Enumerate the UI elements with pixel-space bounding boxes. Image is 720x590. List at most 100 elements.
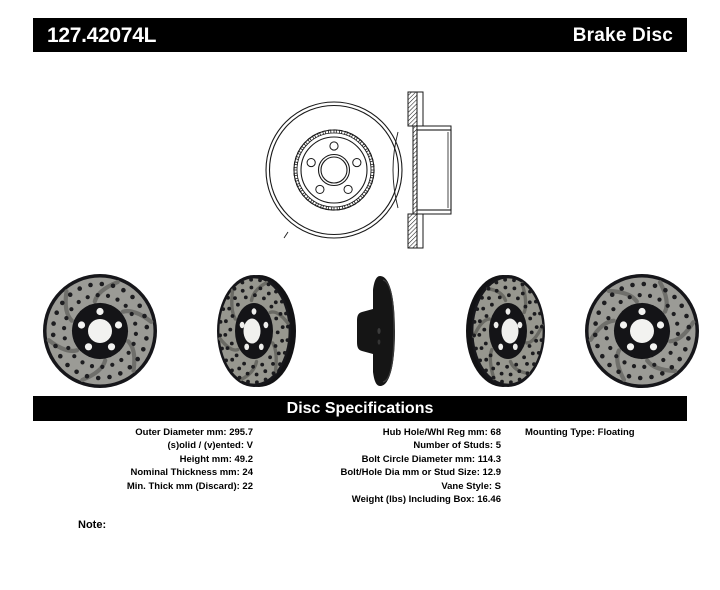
rotor-drill-hole	[647, 293, 653, 298]
rotor-slot	[488, 347, 496, 381]
rotor-drill-hole	[67, 292, 73, 297]
rotor-drill-hole	[263, 369, 268, 374]
rotor-drill-hole	[496, 361, 500, 366]
spec-section-header: Disc Specifications	[33, 396, 687, 421]
rotor-drill-hole	[274, 316, 279, 321]
rotor-drill-hole	[230, 357, 235, 362]
rotor-drill-hole	[240, 280, 245, 285]
rotor-drill-hole	[490, 302, 494, 307]
abs-tone-ring	[293, 129, 375, 211]
rotor-drill-hole	[274, 289, 278, 294]
rotor-drill-hole	[503, 285, 508, 290]
rotor-drill-hole	[226, 295, 230, 300]
rotor-outer-edge-circle	[265, 101, 403, 239]
rotor-drill-hole	[478, 319, 482, 324]
rotor-drill-hole	[137, 303, 142, 309]
rotor-drill-hole	[236, 302, 240, 307]
rotor-drill-hole	[516, 296, 520, 301]
rotor-drill-hole	[72, 354, 77, 359]
rotor-drill-hole	[514, 362, 519, 367]
rotor-drill-hole	[245, 371, 250, 376]
rotor-drawing-svg	[265, 91, 452, 249]
rotor-stud-hole	[517, 321, 523, 329]
rotor-drill-hole	[285, 338, 290, 342]
rotor-drill-hole	[262, 296, 266, 301]
rotor-drill-hole	[115, 297, 120, 302]
rotor-drill-hole	[118, 371, 123, 376]
rotor-drill-hole	[505, 364, 509, 369]
rotor-drill-hole	[62, 326, 67, 331]
rotor-drill-hole	[64, 316, 69, 321]
spec-row: Height mm: 49.2	[179, 453, 253, 465]
rotor-drill-hole	[255, 380, 259, 385]
rotor-drill-hole	[606, 316, 611, 321]
rotor-slot	[230, 288, 237, 321]
rotor-drill-hole	[669, 365, 675, 370]
rotor-drill-hole	[76, 299, 81, 305]
rotor-drill-hole	[280, 338, 284, 343]
spec-column-right: Mounting Type: Floating	[511, 426, 687, 439]
rotor-drill-hole	[254, 372, 259, 377]
rotor-drill-hole	[539, 338, 544, 342]
rotor-drill-hole	[483, 341, 488, 346]
rotor-stud-hole	[656, 321, 665, 329]
rotor-hat-body-circle	[300, 136, 368, 204]
rotor-drill-hole	[110, 362, 115, 367]
rotor-slot	[606, 288, 639, 304]
rotor-slot	[218, 336, 240, 352]
rotor-stud-hole	[619, 321, 628, 329]
rotor-drill-hole	[243, 295, 248, 300]
rotor-drill-hole	[237, 375, 242, 380]
rotor-drill-hole	[100, 364, 105, 369]
product-photo-row	[28, 268, 699, 394]
rotor-drill-hole	[642, 364, 647, 369]
stud-hole	[315, 184, 325, 195]
rotor-drill-hole	[538, 311, 542, 316]
rotor-slot	[249, 280, 269, 303]
drawing-leader-mark	[283, 231, 289, 239]
rotor-drill-hole	[604, 326, 609, 331]
rotor-stud-hole	[251, 308, 257, 315]
rotor-drill-hole	[237, 366, 242, 371]
rotor-drill-hole	[225, 346, 230, 350]
rotor-stud-hole	[244, 343, 250, 350]
rotor-drill-hole	[641, 281, 647, 287]
rotor-stud-hole	[77, 321, 86, 329]
rotor-drill-hole	[528, 289, 532, 294]
rotor-engineering-drawing	[262, 80, 462, 260]
stud-hole	[306, 157, 316, 168]
rotor-drill-hole	[484, 314, 489, 318]
rotor-edge-svg	[357, 276, 395, 386]
rotor-drill-hole	[507, 293, 511, 298]
spec-row: Hub Hole/Whl Reg mm: 68	[382, 427, 501, 438]
rotor-slot	[80, 358, 108, 382]
rotor-angled-left-svg	[217, 275, 296, 387]
rotor-center-bore	[630, 319, 654, 343]
rotor-drill-hole	[477, 333, 482, 337]
product-type-label: Brake Disc	[572, 24, 673, 46]
rotor-drill-hole	[218, 320, 223, 324]
rotor-drill-hole	[596, 310, 601, 315]
rotor-drill-hole	[661, 357, 666, 363]
rotor-drill-hole	[529, 330, 534, 335]
rotor-drill-hole	[278, 362, 282, 367]
rotor-drill-hole	[671, 311, 676, 317]
rotor-drill-hole	[520, 291, 525, 296]
rotor-slot	[668, 320, 696, 344]
part-number: 127.42074L	[47, 23, 157, 47]
rotor-drill-hole	[528, 316, 533, 321]
rotor-slot	[615, 348, 627, 382]
rotor-slot	[126, 339, 137, 373]
spec-row: Nominal Thickness mm: 24	[130, 467, 253, 479]
rotor-drill-hole	[286, 324, 290, 329]
rotor-drill-hole	[652, 283, 658, 289]
rotor-drill-hole	[121, 287, 126, 293]
rotor-drill-hole	[224, 358, 228, 363]
rotor-drill-hole	[478, 358, 482, 363]
rotor-drill-hole	[230, 368, 234, 373]
rotor-drill-hole	[487, 296, 491, 300]
rotor-drill-hole	[665, 303, 670, 308]
rotor-drill-hole	[592, 332, 598, 338]
rotor-drill-hole	[273, 344, 278, 348]
